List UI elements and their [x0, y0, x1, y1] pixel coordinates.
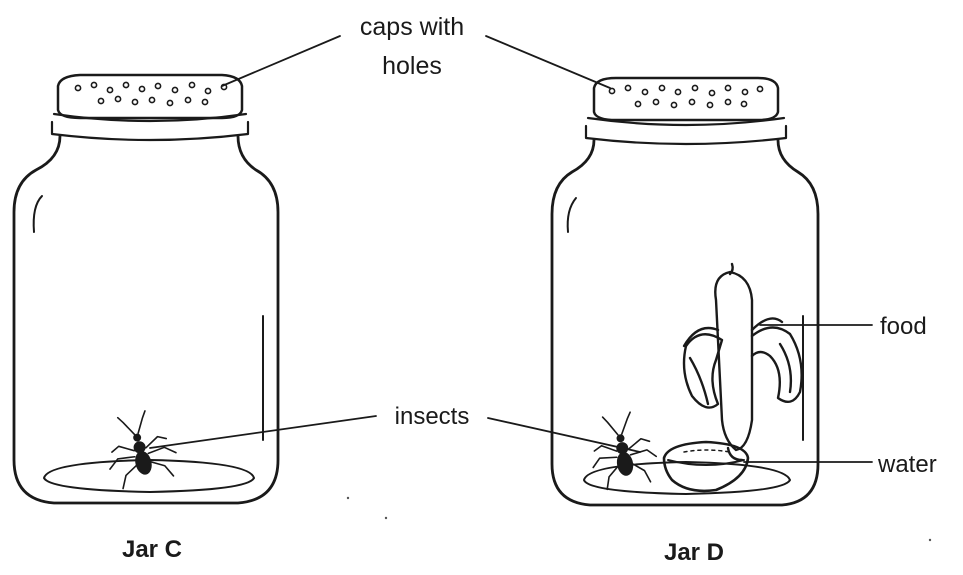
jar-c: [14, 75, 278, 503]
jar-d-insect-icon: [585, 409, 661, 491]
jar-d-body: [552, 140, 818, 505]
jar-d-cap-holes: [609, 85, 762, 107]
caps-leader-right: [486, 36, 610, 88]
insects-label: insects: [395, 403, 470, 430]
jar-c-insect-icon: [98, 406, 181, 490]
water-label: water: [877, 451, 937, 478]
food-label: food: [880, 313, 927, 340]
scan-specks: [347, 497, 931, 541]
caps-label-line2: holes: [382, 52, 442, 80]
caps-label-line1: caps with: [360, 13, 464, 41]
jar-c-label: Jar C: [122, 536, 182, 563]
leader-lines: [150, 36, 872, 462]
jar-c-cap-holes: [75, 82, 226, 105]
jar-c-cap: [58, 75, 242, 118]
jar-d-cap: [594, 78, 778, 120]
jar-d-label: Jar D: [664, 539, 724, 566]
banana-food-icon: [684, 264, 802, 460]
caps-leader-left: [222, 36, 340, 86]
